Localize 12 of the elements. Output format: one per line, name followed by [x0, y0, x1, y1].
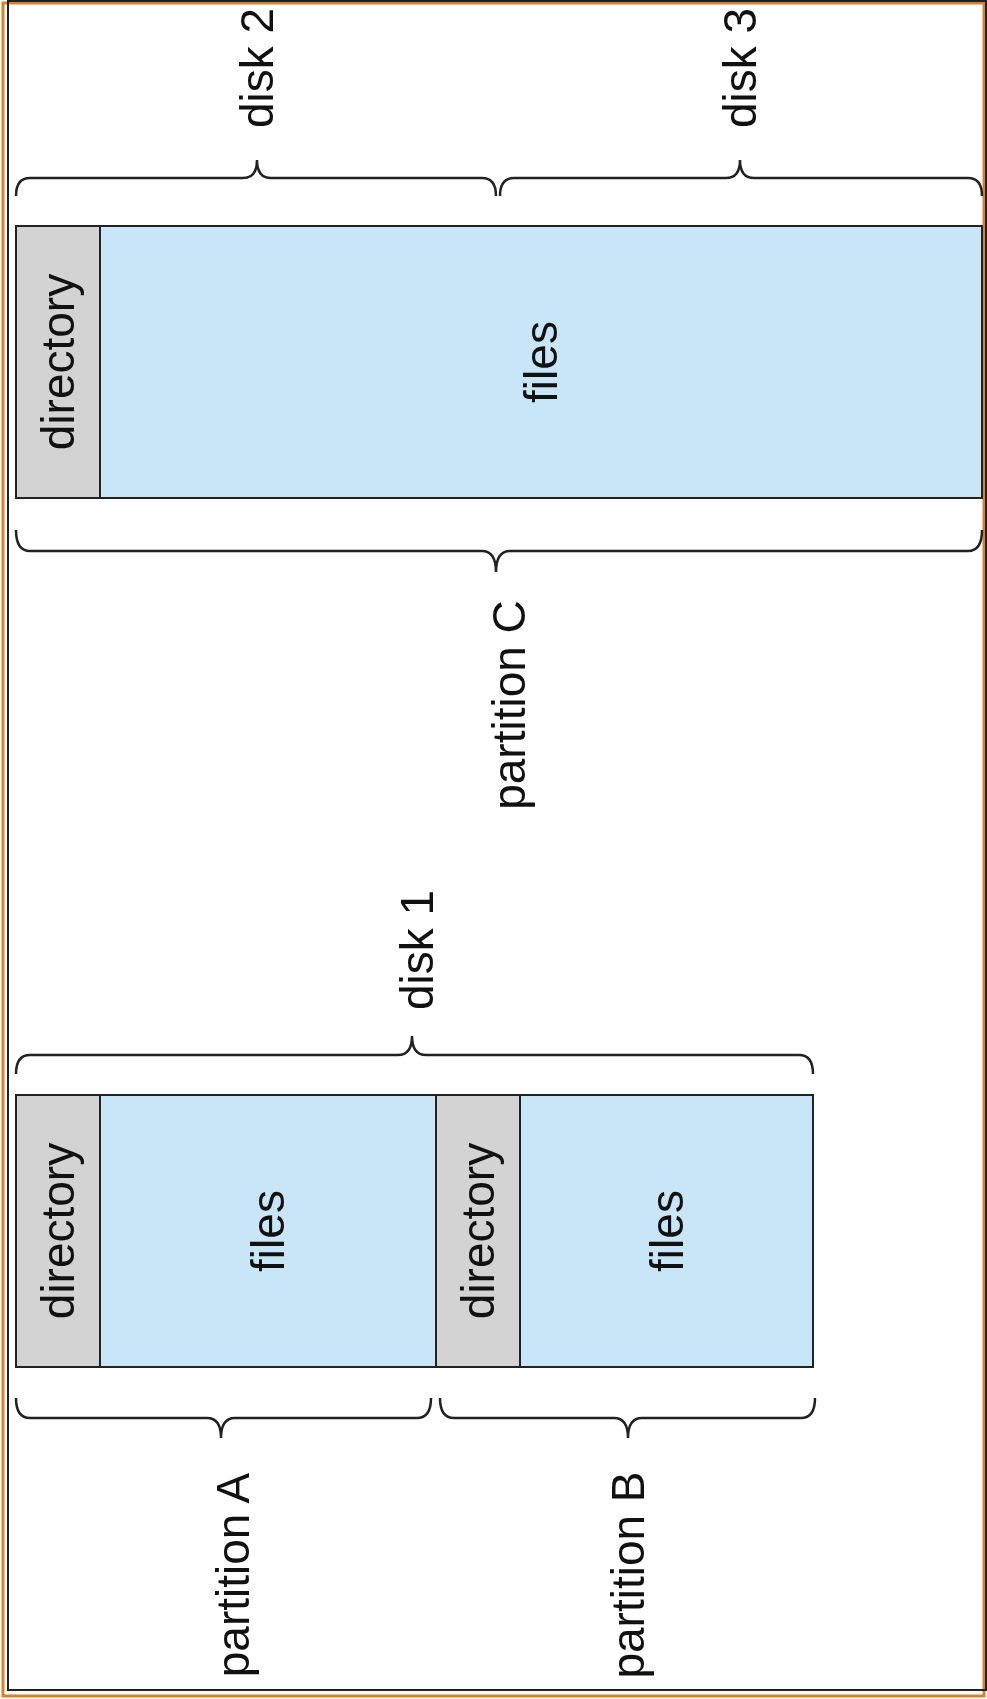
disk-label: disk 2 [234, 7, 280, 129]
directory-box [15, 1094, 101, 1368]
disk-label: disk 1 [394, 889, 440, 1011]
files-label: files [643, 1190, 690, 1272]
files-box [519, 1094, 814, 1368]
directory-box [15, 225, 101, 499]
files-label: files [245, 1190, 291, 1272]
disk-label: disk 3 [717, 7, 763, 129]
files-box [99, 1094, 437, 1368]
files-box [99, 225, 983, 499]
directory-box [435, 1094, 521, 1368]
files-label: files [518, 321, 564, 403]
